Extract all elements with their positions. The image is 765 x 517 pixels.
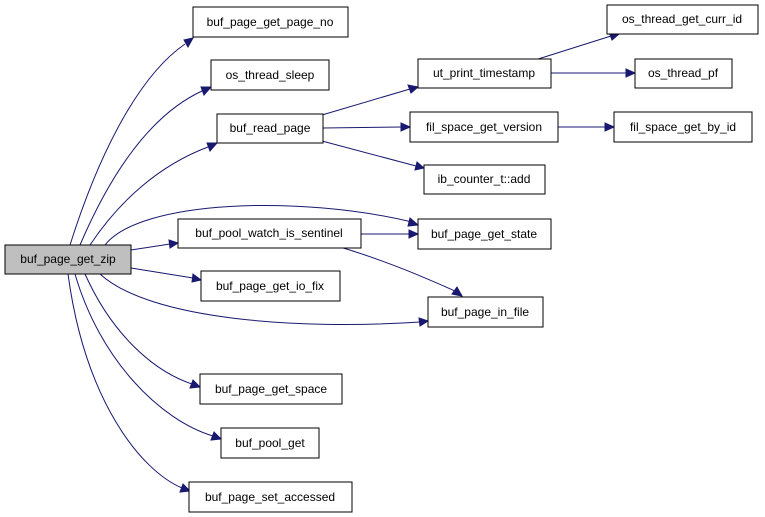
node-label: buf_read_page [230,121,311,135]
node-label: fil_space_get_by_id [630,120,736,134]
node-label: ib_counter_t::add [438,172,531,186]
arrowhead-pool-get [210,431,223,441]
node-buf-page-get-page-no[interactable]: buf_page_get_page_no [192,6,349,38]
node-label: buf_page_get_page_no [207,15,334,29]
node-label: buf_page_get_io_fix [216,279,324,293]
node-label: buf_page_in_file [441,305,529,319]
node-buf-page-in-file[interactable]: buf_page_in_file [427,296,544,328]
edge-root-to-get-space [84,273,193,385]
arrowhead-thread-pf [625,68,637,78]
node-fil-space-get-version[interactable]: fil_space_get_version [409,111,559,143]
node-buf-page-get-state[interactable]: buf_page_get_state [417,218,552,250]
arrowhead-counter-add [414,161,426,171]
arrowhead-in-file-2 [451,286,463,297]
node-label: buf_page_get_state [431,227,537,241]
node-ib-counter-t-add[interactable]: ib_counter_t::add [423,164,546,195]
node-label: buf_pool_get [235,436,305,450]
arrowhead-in-file [418,317,430,327]
edge-root-to-io-fix [130,267,194,279]
node-buf-page-set-accessed[interactable]: buf_page_set_accessed [188,481,353,513]
node-label: buf_pool_watch_is_sentinel [195,226,342,240]
node-os-thread-get-curr-id[interactable]: os_thread_get_curr_id [606,4,759,35]
node-buf-pool-watch-is-sentinel[interactable]: buf_pool_watch_is_sentinel [177,218,362,249]
node-buf-read-page[interactable]: buf_read_page [216,113,324,144]
arrowhead-read-page [206,142,219,152]
edge-root-to-read-page [89,146,209,246]
node-label: ut_print_timestamp [433,66,535,80]
node-fil-space-get-by-id[interactable]: fil_space_get_by_id [613,111,753,143]
edge-read-page-to-counter-add [321,140,417,167]
edge-root-to-set-accessed [67,273,183,489]
node-label: buf_page_get_space [215,382,327,396]
edge-root-to-pool-get [74,273,214,437]
node-label: buf_page_set_accessed [205,490,335,504]
node-os-thread-sleep[interactable]: os_thread_sleep [210,59,330,91]
node-label: os_thread_pf [648,66,719,80]
arrowhead-io-fix [191,273,203,283]
edge-root-to-in-file [99,273,421,325]
edge-root-to-get-state [104,205,413,246]
node-buf-page-get-io-fix[interactable]: buf_page_get_io_fix [200,270,341,302]
edge-root-to-watch-sentinel [130,243,171,251]
node-os-thread-pf[interactable]: os_thread_pf [634,58,733,89]
edge-root-to-thread-sleep [79,90,203,246]
arrowhead-space-by-id [604,122,616,132]
edge-root-to-get-page-no [69,43,186,246]
node-label: os_thread_get_curr_id [622,12,742,26]
arrowhead-space-version [400,122,412,132]
node-label: os_thread_sleep [226,68,315,82]
edge-read-page-to-space-version [322,126,403,129]
arrowhead-get-state [407,217,420,227]
node-buf-page-get-zip[interactable]: buf_page_get_zip [4,244,132,275]
arrowhead-thread-sleep [200,86,213,96]
arrowhead-get-state-2 [408,229,420,239]
arrowhead-print-ts [407,84,420,94]
node-label: buf_page_get_zip [20,252,116,266]
node-buf-pool-get[interactable]: buf_pool_get [220,427,320,459]
node-ut-print-timestamp[interactable]: ut_print_timestamp [417,58,552,89]
edge-read-page-to-print-ts [321,88,411,116]
edge-print-ts-to-curr-id [534,35,612,61]
arrowhead-set-accessed [179,483,192,493]
edge-watch-sentinel-to-in-file [339,246,456,292]
arrowhead-get-page-no [183,37,194,49]
edges [67,31,637,493]
arrowhead-watch-sentinel [168,239,180,249]
arrowhead-get-space [189,379,202,389]
node-buf-page-get-space[interactable]: buf_page_get_space [199,373,343,405]
node-label: fil_space_get_version [426,120,542,134]
